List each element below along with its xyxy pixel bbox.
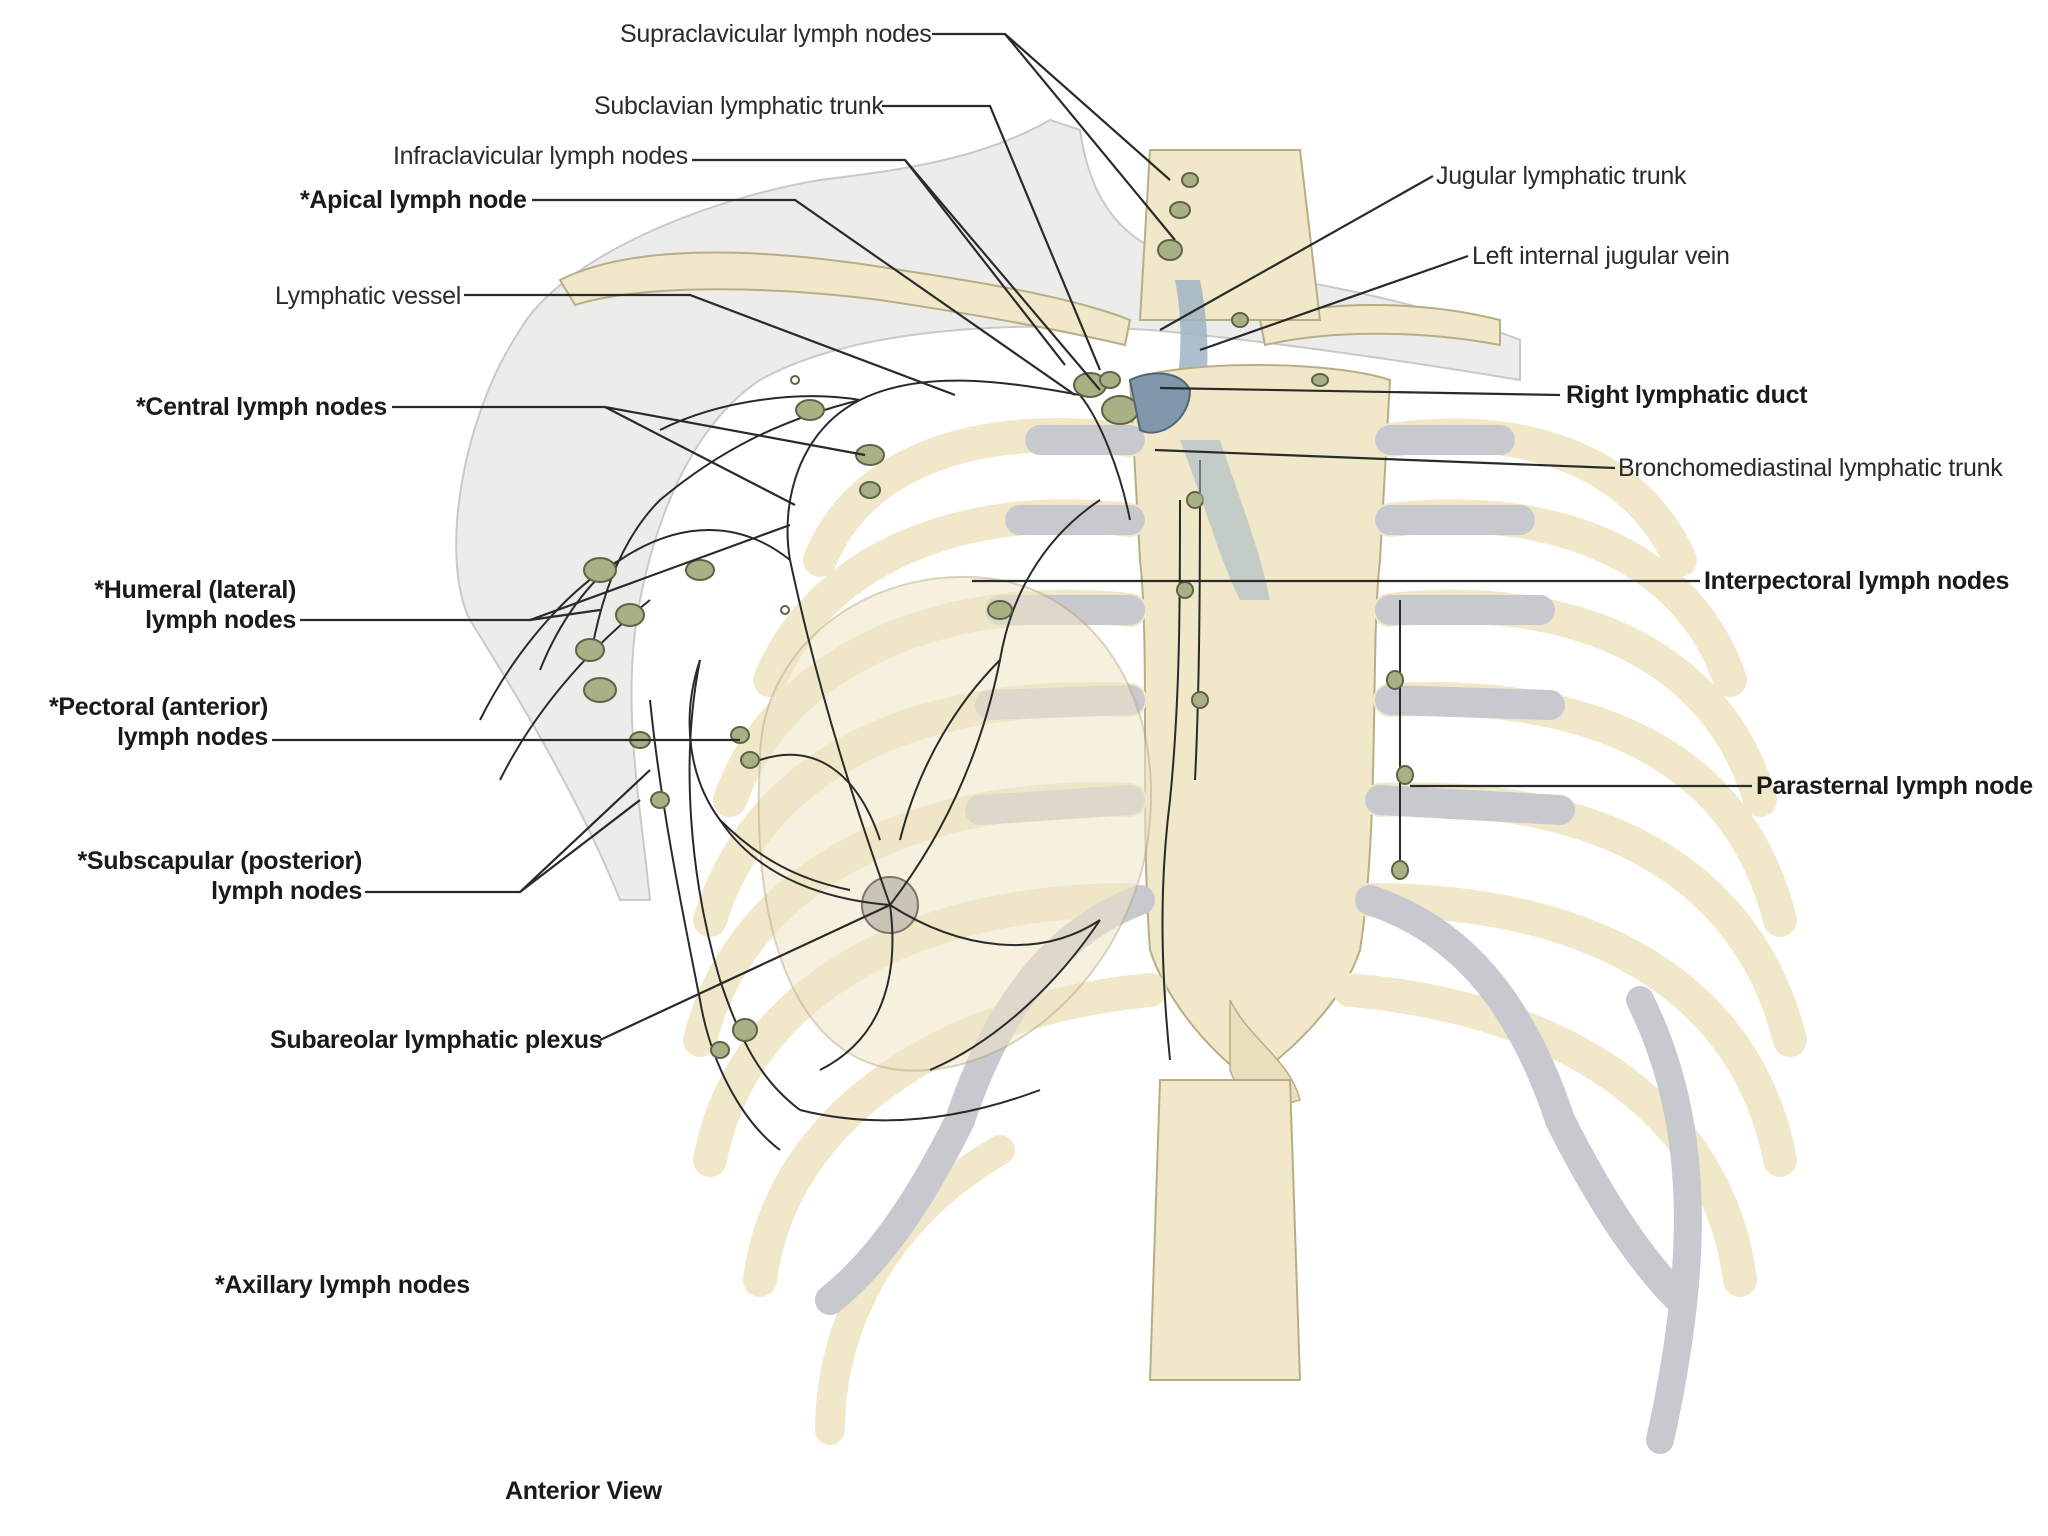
sternum xyxy=(1128,364,1392,1082)
label-pectoral-line1: *Pectoral (anterior) xyxy=(48,693,268,721)
leader-lines xyxy=(272,32,1752,1041)
label-left-jugular-vein: Left internal jugular vein xyxy=(1472,242,1730,270)
label-interpectoral: Interpectoral lymph nodes xyxy=(1704,567,2010,595)
label-subscapular: *Subscapular (posterior) lymph nodes xyxy=(60,846,362,906)
label-parasternal: Parasternal lymph node xyxy=(1756,772,2033,800)
label-apical: *Apical lymph node xyxy=(300,186,527,214)
brachiocephalic-vein xyxy=(1180,440,1270,600)
label-subareolar: Subareolar lymphatic plexus xyxy=(270,1026,603,1054)
label-humeral-line2: lymph nodes xyxy=(145,606,296,634)
label-jugular-trunk: Jugular lymphatic trunk xyxy=(1436,162,1687,190)
label-central: *Central lymph nodes xyxy=(136,393,387,421)
label-humeral: *Humeral (lateral) lymph nodes xyxy=(60,575,296,635)
label-subscapular-line1: *Subscapular (posterior) xyxy=(77,847,362,875)
label-pectoral-line2: lymph nodes xyxy=(117,723,268,751)
label-right-duct: Right lymphatic duct xyxy=(1566,381,1808,409)
label-subscapular-line2: lymph nodes xyxy=(211,877,362,905)
label-axillary: *Axillary lymph nodes xyxy=(215,1271,470,1299)
breast xyxy=(757,575,1153,1072)
cervical-spine xyxy=(1138,149,1322,321)
right-clavicle xyxy=(558,251,1132,347)
label-bronchomediastinal: Bronchomediastinal lymphatic trunk xyxy=(1618,454,2003,482)
label-humeral-line1: *Humeral (lateral) xyxy=(94,576,296,604)
label-pectoral: *Pectoral (anterior) lymph nodes xyxy=(30,692,268,752)
lower-spine xyxy=(1148,1079,1302,1381)
label-supraclavicular: Supraclavicular lymph nodes xyxy=(620,20,932,48)
left-ribs xyxy=(1333,418,1807,1454)
label-anterior-view: Anterior View xyxy=(505,1477,662,1505)
label-infraclavicular: Infraclavicular lymph nodes xyxy=(393,142,688,170)
label-subclavian-trunk: Subclavian lymphatic trunk xyxy=(594,92,884,120)
lymph-nodes xyxy=(575,172,1414,1059)
label-lymphatic-vessel: Lymphatic vessel xyxy=(275,282,462,310)
